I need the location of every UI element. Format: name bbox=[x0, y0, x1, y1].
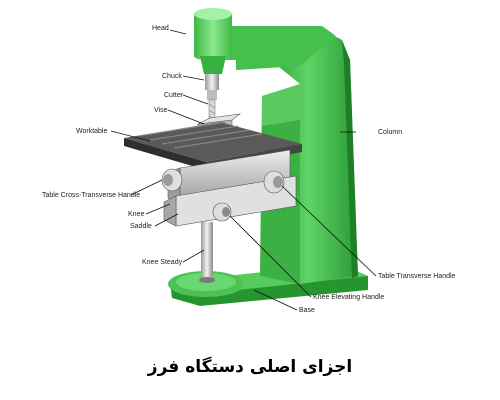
label-chuck: Chuck bbox=[162, 73, 182, 80]
label-table-transverse-handle: Table Transverse Handle bbox=[378, 273, 456, 280]
label-vise: Vise bbox=[154, 107, 168, 114]
label-knee-elevating-handle: Knee Elevating Handle bbox=[313, 294, 384, 301]
label-table-cross-transverse-handle: Table Cross-Transverse Handle bbox=[42, 192, 140, 199]
table-transverse-handle-shape bbox=[263, 170, 285, 194]
chuck-shape bbox=[205, 74, 219, 100]
label-base: Base bbox=[299, 307, 315, 314]
label-worktable: Worktable bbox=[76, 128, 107, 135]
label-knee: Knee bbox=[128, 211, 144, 218]
leader-lines bbox=[110, 29, 377, 311]
knee-elevating-handle-shape bbox=[212, 202, 232, 222]
head-shape bbox=[194, 8, 336, 74]
knee-steady-shape bbox=[199, 222, 215, 283]
table-cross-transverse-handle-shape bbox=[161, 168, 183, 192]
label-saddle: Saddle bbox=[130, 223, 152, 230]
caption-title: اجزای اصلی دستگاه فرز bbox=[147, 357, 353, 377]
label-cutter: Cutter bbox=[164, 92, 184, 99]
label-knee-steady: Knee Steady bbox=[142, 259, 183, 266]
label-head: Head bbox=[152, 25, 169, 32]
label-column: Column bbox=[378, 129, 402, 136]
